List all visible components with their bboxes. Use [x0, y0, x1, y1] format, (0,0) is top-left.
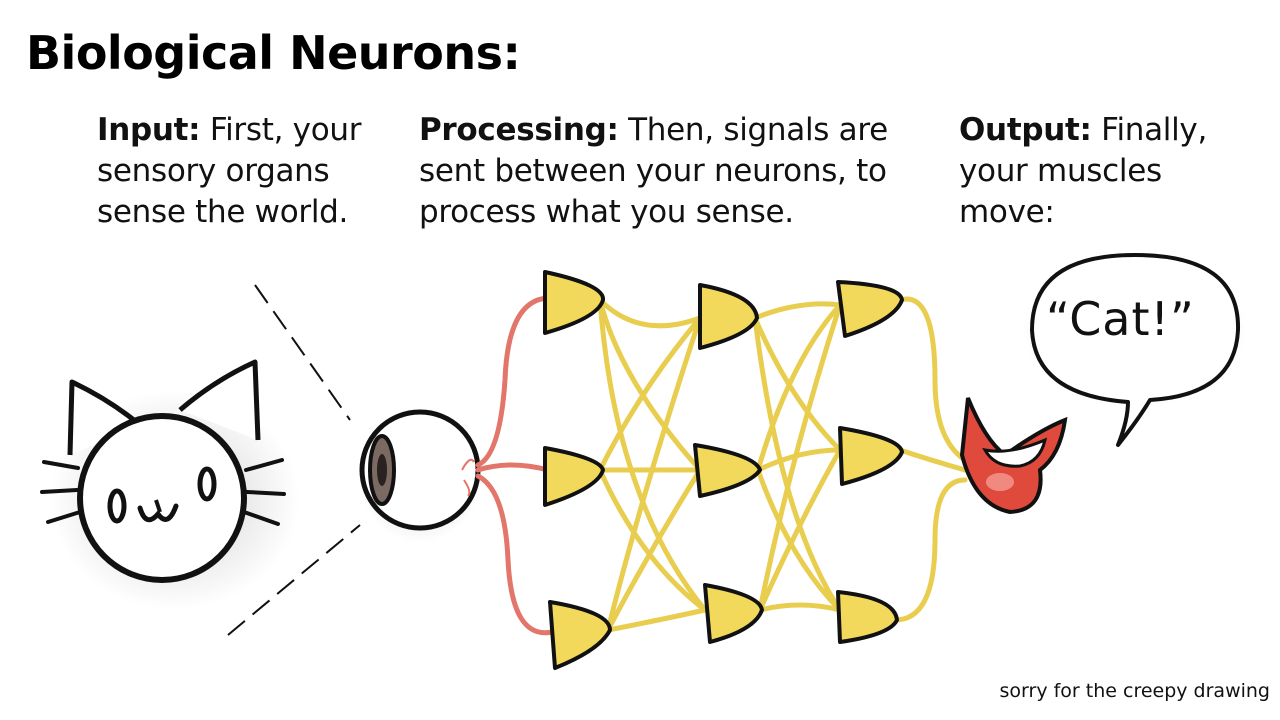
neuron-1	[543, 270, 605, 335]
output-caption: Output: Finally, your muscles move:	[959, 110, 1249, 233]
neuron-6	[703, 583, 764, 644]
input-caption: Input: First, your sensory organs sense …	[97, 110, 397, 233]
neuron-8	[838, 426, 904, 486]
neuron-2	[543, 446, 605, 507]
processing-label: Processing:	[419, 112, 619, 148]
output-text: Finally, your muscles move:	[959, 112, 1208, 230]
neuron-9	[836, 590, 899, 644]
mouth-drawing	[959, 397, 1068, 515]
neuron-cells	[543, 270, 904, 670]
axon-network	[597, 296, 968, 633]
eye-drawing	[358, 407, 482, 543]
speech-bubble	[1023, 252, 1247, 447]
input-label: Input:	[97, 112, 201, 148]
processing-caption: Processing: Then, signals are sent betwe…	[419, 110, 919, 233]
input-text: First, your sensory organs sense the wor…	[97, 112, 362, 230]
neuron-4	[698, 283, 759, 350]
slide-title: Biological Neurons:	[26, 26, 521, 80]
neuron-3	[548, 600, 612, 670]
optic-nerves	[475, 295, 555, 636]
view-cone	[227, 284, 361, 636]
speech-text: “Cat!”	[1046, 292, 1195, 346]
processing-text: Then, signals are sent between your neur…	[419, 112, 888, 230]
output-label: Output:	[959, 112, 1092, 148]
neuron-5	[693, 443, 762, 498]
neuron-7	[836, 280, 904, 338]
footnote: sorry for the creepy drawing	[999, 680, 1270, 702]
cat-drawing	[40, 359, 300, 610]
